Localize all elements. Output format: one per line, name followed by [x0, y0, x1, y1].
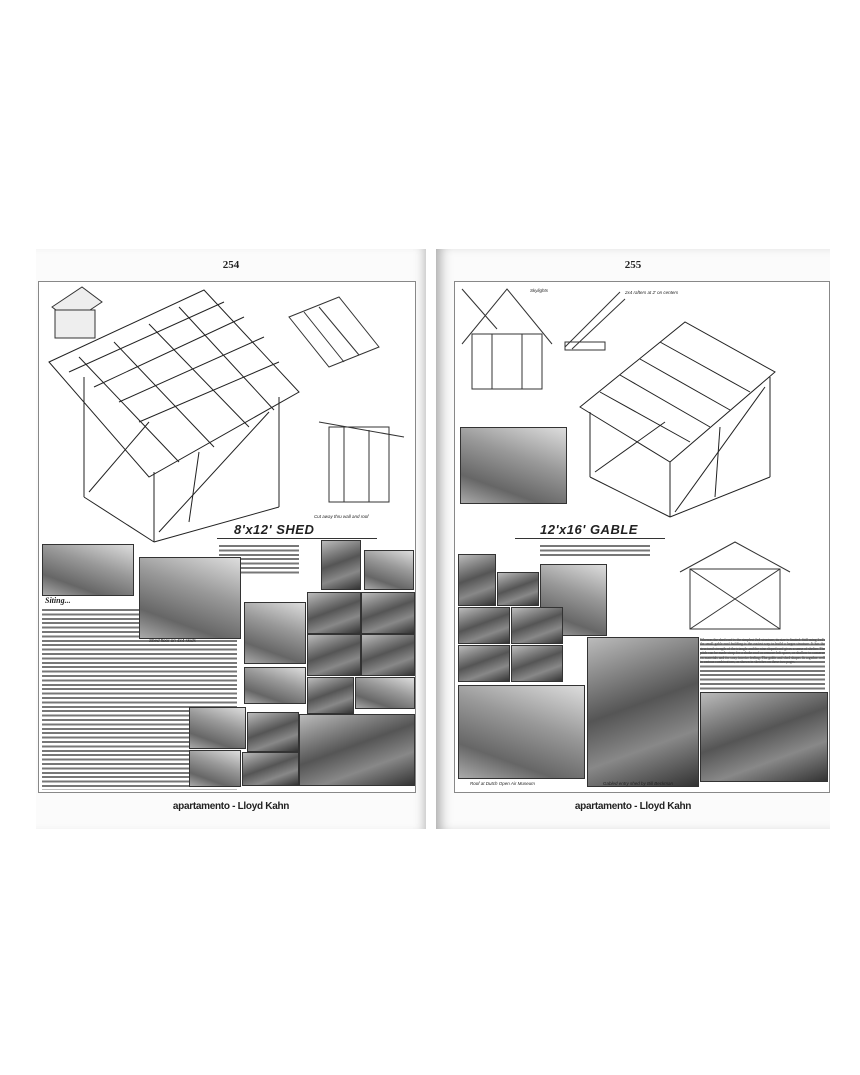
shed-framing-drawing: [48, 289, 300, 543]
photo: [458, 645, 510, 682]
shed-sketch-thumbnail: [51, 286, 103, 339]
photo: [299, 714, 415, 786]
section-title: 12'x16' GABLE: [540, 522, 638, 537]
page-number: 255: [624, 259, 642, 271]
footer: apartamento - Lloyd Kahn: [574, 801, 692, 812]
photo: [242, 752, 299, 786]
photo: [511, 607, 563, 644]
photo: [307, 634, 361, 676]
body-text: Whereas the shed roof is the simplest 2x…: [700, 638, 825, 690]
caption: Gabled entry shed by Bill Beckman: [603, 781, 674, 786]
photo-roof: [458, 685, 585, 779]
photo: [361, 592, 415, 634]
photo: [364, 550, 414, 590]
sketch-interior: [460, 427, 567, 504]
photo: [321, 540, 361, 590]
rafter-joint-detail: [564, 291, 626, 351]
sketch-shed: [139, 557, 241, 639]
shed-spread: Cut away thru wall and roof 8'x12' SHED …: [38, 281, 416, 793]
sketch: [244, 602, 306, 664]
section-title: 8'x12' SHED: [234, 522, 315, 537]
sketch-cabin: [42, 544, 134, 596]
caption: Shed floor on 4x4 skids: [149, 638, 196, 643]
photo: [511, 645, 563, 682]
interior-sketch: [461, 288, 553, 390]
photo: [247, 712, 299, 752]
photo-cabin: [700, 692, 828, 782]
photo: [458, 554, 496, 606]
photo: [244, 667, 306, 704]
rafter-detail-drawing: [288, 296, 380, 368]
photo: [458, 607, 510, 644]
caption: Roof at Dutch Open Air Museum: [470, 781, 535, 786]
sketch: [540, 564, 607, 636]
right-page: 255 Skylights 2x4 rafters at 2' on cente…: [436, 249, 830, 829]
photo: [497, 572, 539, 606]
photo: [189, 750, 241, 787]
divider: [515, 538, 665, 539]
gable-framing-drawing: [579, 321, 776, 518]
caption: Skylights: [530, 288, 549, 293]
photo: [307, 592, 361, 634]
caption: Cut away thru wall and roof: [314, 514, 369, 519]
gable-section-drawing: [679, 541, 791, 630]
photo: [307, 677, 354, 714]
left-page: 254 Cut away thru wall and roof 8: [36, 249, 426, 829]
section-heading: Siting...: [45, 596, 71, 605]
caption: 2x4 rafters at 2' on centers: [625, 290, 679, 295]
photo-entry: [587, 637, 699, 787]
divider: [217, 538, 377, 539]
photo: [355, 677, 415, 709]
wall-section-drawing: [318, 421, 405, 503]
footer: apartamento - Lloyd Kahn: [172, 801, 290, 812]
photo: [361, 634, 415, 676]
spec-notes: [540, 544, 650, 558]
gable-spread: Skylights 2x4 rafters at 2' on centers 1…: [454, 281, 830, 793]
page-number: 254: [222, 259, 240, 271]
photo: [189, 707, 246, 749]
